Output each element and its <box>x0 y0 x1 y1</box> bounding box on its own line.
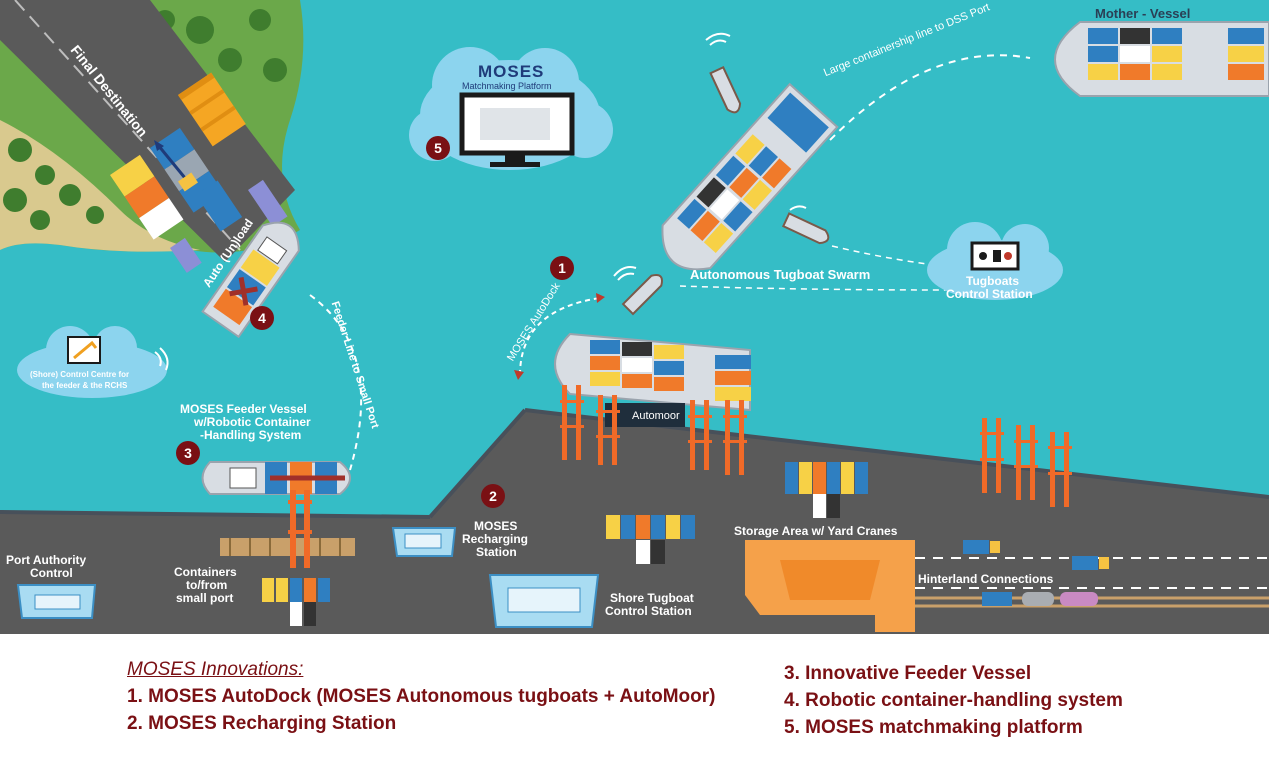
docked-vessel <box>554 332 751 427</box>
dock-containers-right <box>785 462 868 518</box>
containers-label-3: small port <box>176 591 234 605</box>
port-authority-building <box>16 584 97 619</box>
hinterland-label: Hinterland Connections <box>918 572 1054 586</box>
containers-label-2: to/from <box>186 578 228 592</box>
dock-containers-mid <box>606 515 695 564</box>
control-panel-icon <box>970 241 1020 271</box>
tugboat-swarm-label: Autonomous Tugboat Swarm <box>690 267 871 282</box>
quay-cranes <box>560 385 1072 507</box>
containers-label-1: Containers <box>174 565 237 579</box>
badge-4: 4 <box>250 306 274 330</box>
port-authority-label-1: Port Authority <box>6 553 87 567</box>
shore-control-label-1: (Shore) Control Centre for <box>30 370 130 379</box>
recharging-label-3: Station <box>476 545 517 559</box>
badge-3: 3 <box>176 441 200 465</box>
legend-item: 4. Robotic container-handling system <box>784 690 1123 711</box>
monitor-icon <box>459 92 575 167</box>
autodock-arrow <box>519 297 601 376</box>
badge-5: 5 <box>426 136 450 160</box>
shore-tugboat-label-2: Control Station <box>605 604 692 618</box>
moses-logo: MOSES <box>478 62 545 81</box>
storage-area-roof <box>745 540 915 632</box>
tugboat-signal-lines <box>679 245 961 291</box>
matchmaking-platform-label: Matchmaking Platform <box>462 81 552 91</box>
feeder-line <box>309 294 363 471</box>
automoor-label: Automoor <box>632 410 680 422</box>
tugboats-station-label-2: Control Station <box>946 287 1033 301</box>
recharging-label-2: Recharging <box>462 532 529 546</box>
pier-containers <box>110 72 288 273</box>
legend-item: 5. MOSES matchmaking platform <box>784 717 1083 738</box>
tugboats <box>621 65 830 316</box>
feeder-vessel-pier <box>201 221 300 339</box>
large-containership-line <box>829 54 1031 141</box>
legend-item: 3. Innovative Feeder Vessel <box>784 663 1032 684</box>
badge-1: 1 <box>550 256 574 280</box>
mother-vessel <box>1054 21 1269 97</box>
feeder-vessel-label-3: -Handling System <box>200 428 302 442</box>
mother-vessel-label: Mother - Vessel <box>1095 6 1191 21</box>
feeder-crane <box>288 490 312 568</box>
legend-right: 3. Innovative Feeder Vessel 4. Robotic c… <box>784 660 1123 741</box>
legend-heading: MOSES Innovations: <box>127 659 304 680</box>
shore-tugboat-station-building <box>488 574 600 628</box>
feeder-vessel-bottom <box>201 461 351 495</box>
shore-tugboat-label-1: Shore Tugboat <box>610 591 694 605</box>
recharging-station-building <box>391 527 457 557</box>
legend-item: 1. MOSES AutoDock (MOSES Autonomous tugb… <box>127 686 716 707</box>
recharging-label-1: MOSES <box>474 519 518 533</box>
tugboats-station-label-1: Tugboats <box>966 274 1020 288</box>
feeder-vessel-label-1: MOSES Feeder Vessel <box>180 402 307 416</box>
wifi-icons <box>154 32 807 371</box>
shore-control-label-2: the feeder & the RCHS <box>42 381 128 390</box>
incoming-vessel <box>661 82 839 271</box>
small-port-containers <box>262 578 330 626</box>
storage-area-label: Storage Area w/ Yard Cranes <box>734 524 898 538</box>
hinterland-lines <box>915 540 1269 608</box>
crane-control-icon <box>67 336 101 364</box>
feeder-vessel-label-2: w/Robotic Container <box>194 415 311 429</box>
legend-item: 2. MOSES Recharging Station <box>127 713 397 734</box>
legend-left: MOSES Innovations: 1. MOSES AutoDock (MO… <box>127 656 715 737</box>
badge-2: 2 <box>481 484 505 508</box>
port-authority-label-2: Control <box>30 566 73 580</box>
